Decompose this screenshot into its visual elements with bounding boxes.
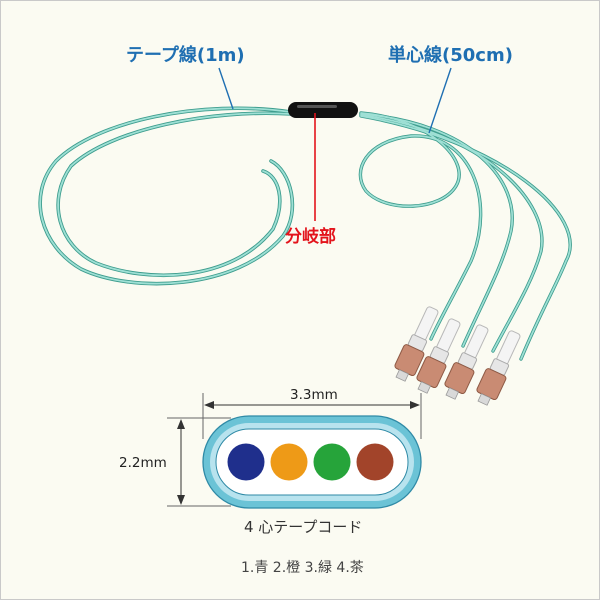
width-arrow-left — [204, 401, 214, 409]
lc-connector-3 — [444, 324, 489, 400]
lc-connector-4 — [476, 330, 521, 406]
tape-cable — [38, 106, 295, 286]
single-fiber-label: 単心線(50cm) — [388, 44, 513, 66]
single-fibers — [358, 111, 572, 361]
core-4-brown — [356, 443, 394, 481]
jacket-inner — [215, 428, 409, 496]
height-arrow-top — [177, 419, 185, 429]
lc-connector-2 — [416, 318, 461, 394]
height-label: 2.2mm — [119, 455, 167, 471]
tape-cable-label: テープ線(1m) — [126, 44, 245, 66]
cross-section-caption: 4 心テープコード — [244, 518, 362, 536]
width-arrow-right — [410, 401, 420, 409]
height-arrow-bottom — [177, 495, 185, 505]
tape-cable-leader — [218, 67, 234, 110]
core-3-green — [313, 443, 351, 481]
color-key: 1.青 2.橙 3.緑 4.茶 — [241, 560, 364, 576]
core-1-blue — [227, 443, 265, 481]
width-label: 3.3mm — [290, 387, 338, 403]
branch-housing — [288, 102, 358, 118]
cross-section: 3.3mm 2.2mm — [119, 387, 422, 509]
branch-label: 分岐部 — [285, 226, 336, 247]
core-2-orange — [270, 443, 308, 481]
lc-connector-1 — [394, 306, 439, 382]
single-fiber-leader — [428, 67, 452, 134]
